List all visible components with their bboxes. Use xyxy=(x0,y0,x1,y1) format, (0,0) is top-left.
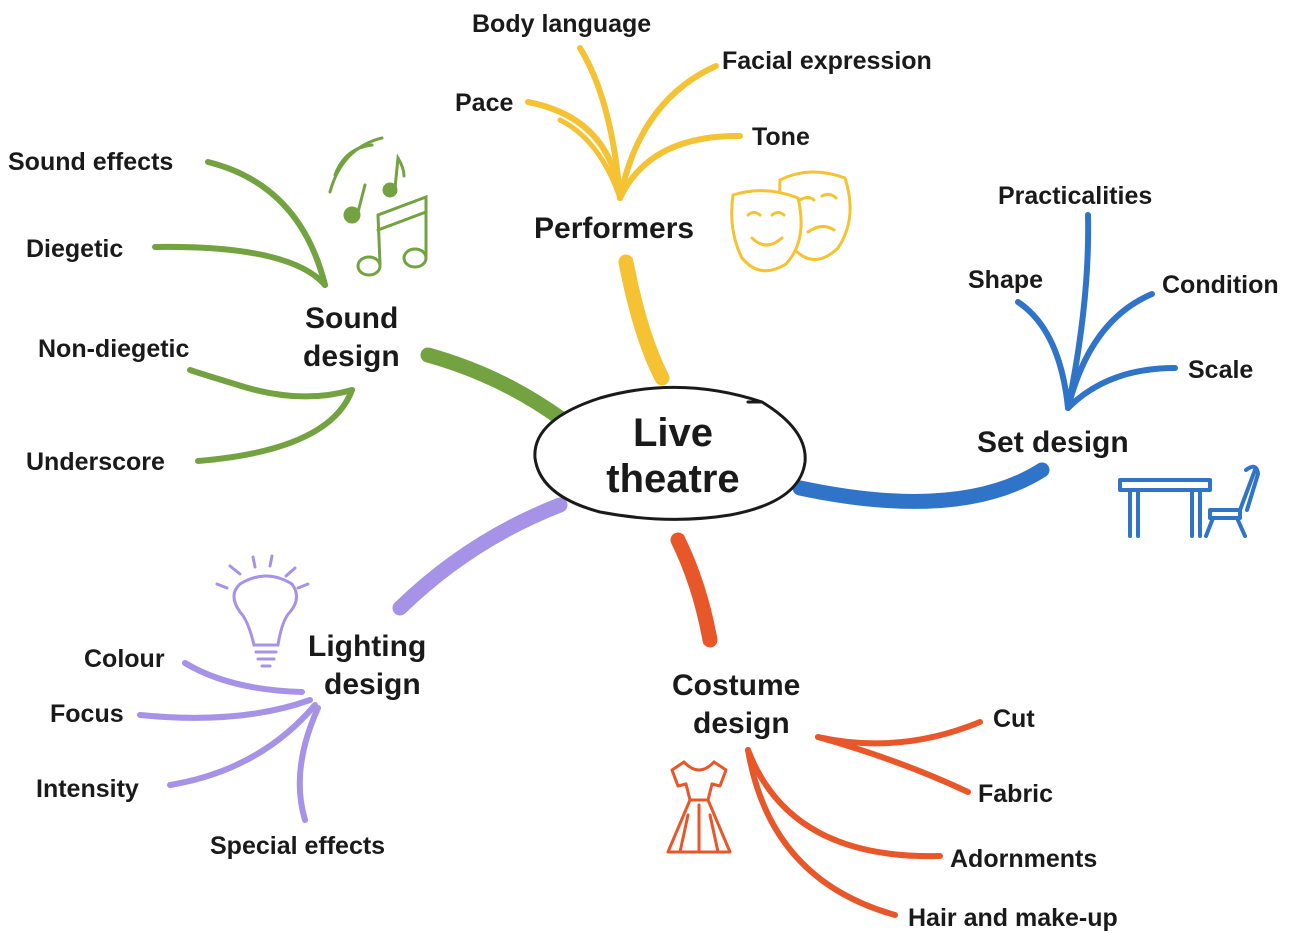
center-title-line2: theatre xyxy=(606,457,739,501)
costume-line-fabric xyxy=(815,734,971,795)
branch-label-set: Set design xyxy=(977,426,1129,459)
leaf-fabric: Fabric xyxy=(978,780,1053,808)
leaf-condition: Condition xyxy=(1162,271,1279,299)
performers-branch xyxy=(525,45,743,386)
leaf-hair-and-make-up: Hair and make-up xyxy=(908,904,1118,932)
table-and-chair-icon xyxy=(1118,464,1260,538)
leaf-adornments: Adornments xyxy=(950,845,1097,873)
branch-label-costume-line2: design xyxy=(693,707,790,740)
costume-line-cut xyxy=(815,719,983,747)
branch-label-sound-line2: design xyxy=(303,340,400,373)
costume-branch xyxy=(670,532,983,918)
leaf-cut: Cut xyxy=(993,705,1035,733)
leaf-tone: Tone xyxy=(752,123,810,151)
set-branch xyxy=(792,212,1178,509)
music-notes-icon xyxy=(328,136,428,277)
sound-line-diegetic xyxy=(152,243,328,288)
lighting-branch xyxy=(137,497,568,823)
branch-label-performers: Performers xyxy=(534,212,694,245)
leaf-sound-effects: Sound effects xyxy=(8,148,173,176)
center-title-line1: Live xyxy=(633,411,713,455)
performers-connector xyxy=(618,254,670,386)
sound-connector xyxy=(420,347,568,426)
branch-label-lighting-line1: Lighting xyxy=(308,630,426,663)
set-connector xyxy=(792,462,1050,509)
leaf-pace: Pace xyxy=(455,89,513,117)
performers-line-extra xyxy=(557,117,623,201)
performers-line-pace xyxy=(525,99,623,201)
sound-line-sound-effects xyxy=(205,159,328,288)
leaf-body-language: Body language xyxy=(472,10,651,38)
lighting-line-focus xyxy=(137,697,313,721)
lighting-line-special-effects xyxy=(296,705,321,823)
lightbulb-icon xyxy=(215,554,310,668)
theatre-masks-icon xyxy=(730,170,852,273)
leaf-scale: Scale xyxy=(1188,356,1253,384)
leaf-facial-expression: Facial expression xyxy=(722,47,932,75)
leaf-special-effects: Special effects xyxy=(210,832,385,860)
leaf-practicalities: Practicalities xyxy=(998,182,1152,210)
branch-label-sound-line1: Sound xyxy=(305,302,398,335)
sound-line-underscore xyxy=(195,387,355,464)
performers-line-facial-expression xyxy=(617,63,719,201)
lighting-connector xyxy=(392,497,568,616)
lighting-line-intensity xyxy=(167,702,318,788)
leaf-intensity: Intensity xyxy=(36,775,139,803)
sound-line-non-diegetic xyxy=(187,367,355,400)
costume-line-adornments xyxy=(745,747,943,860)
leaf-diegetic: Diegetic xyxy=(26,235,123,263)
leaf-focus: Focus xyxy=(50,700,124,728)
branch-label-lighting-line2: design xyxy=(324,668,421,701)
costume-line-hair xyxy=(745,747,898,918)
center-ellipse xyxy=(533,385,807,521)
branch-label-costume-line1: Costume xyxy=(672,669,800,702)
set-line-condition xyxy=(1065,291,1155,411)
lighting-line-colour xyxy=(182,660,305,695)
leaf-colour: Colour xyxy=(84,645,165,673)
center-node: Live theatre xyxy=(533,385,807,521)
leaf-underscore: Underscore xyxy=(26,448,165,476)
costume-connector xyxy=(670,532,718,648)
performers-line-tone xyxy=(617,132,743,201)
dress-icon xyxy=(666,760,732,854)
sound-branch xyxy=(152,159,568,464)
set-line-scale xyxy=(1065,365,1178,411)
leaf-shape: Shape xyxy=(968,266,1043,294)
leaf-non-diegetic: Non-diegetic xyxy=(38,335,189,363)
set-line-shape xyxy=(1015,299,1071,411)
